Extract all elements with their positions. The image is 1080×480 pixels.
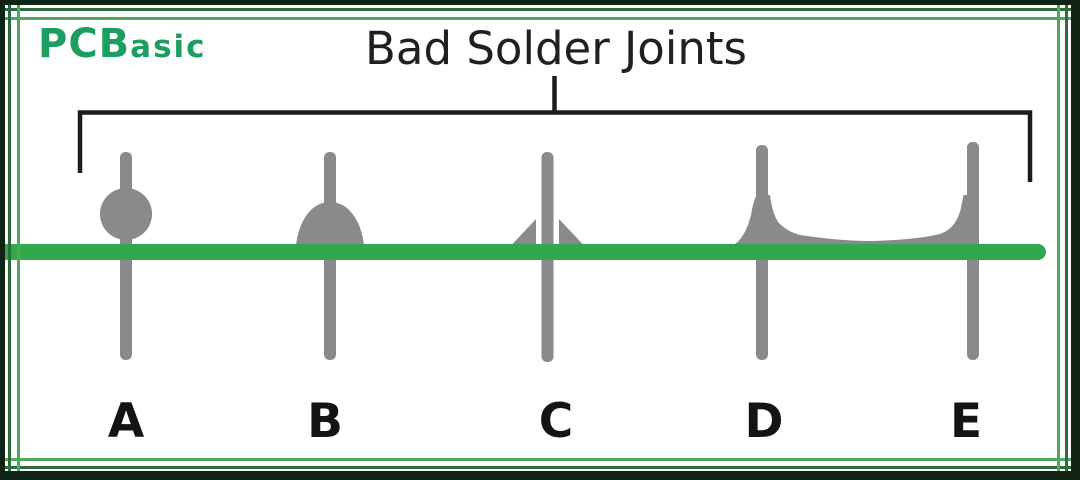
- pin-label-e: E: [949, 394, 983, 449]
- pcb-board-line: [0, 244, 1046, 260]
- brace-bracket-icon: [77, 110, 1033, 182]
- solder-bridge-icon: [733, 195, 968, 245]
- brand-logo: PCBasic: [38, 24, 207, 64]
- brand-logo-sub-text: asic: [130, 29, 207, 65]
- brand-logo-main-text: PCB: [38, 21, 131, 67]
- pin-label-c: C: [538, 394, 574, 449]
- pin-label-b: B: [307, 394, 343, 449]
- non-wetting-gap-fillet-left-icon: [512, 219, 536, 245]
- non-wetting-gap-fillet-right-icon: [559, 219, 583, 245]
- excess-solder-blob-icon: [296, 202, 364, 245]
- pin-label-a: A: [107, 394, 145, 449]
- solder-ball-above-board-icon: [100, 188, 152, 240]
- pin-label-d: D: [744, 394, 784, 449]
- page-title: Bad Solder Joints: [365, 22, 747, 75]
